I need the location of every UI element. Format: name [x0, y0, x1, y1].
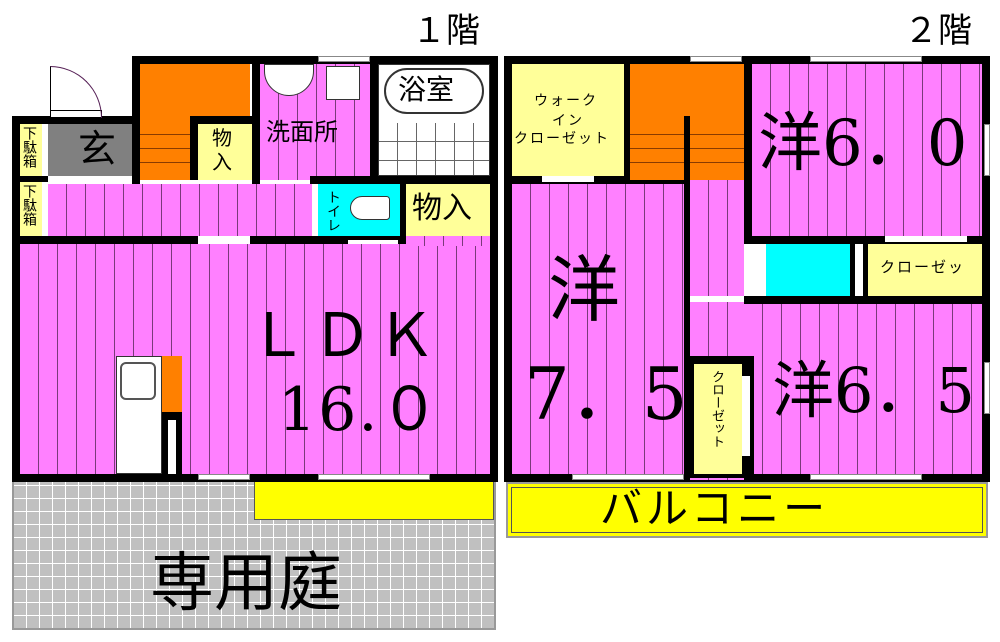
washroom-wall-left: [252, 56, 260, 184]
bathroom-wall-left: [370, 56, 378, 184]
ldk-door-opening[interactable]: [198, 236, 250, 244]
storage-small: [198, 124, 252, 180]
balcony-label: バルコニー: [600, 484, 830, 533]
closet-horizontal: [868, 244, 982, 296]
closet-vertical: [694, 364, 742, 474]
walk-in-closet: [512, 64, 624, 176]
wic-wall-right: [624, 56, 630, 182]
balcony: [506, 482, 988, 538]
stair-step: [140, 162, 190, 163]
w75-wall-right: [684, 184, 690, 476]
w60-wall-left: [744, 56, 752, 242]
w65-window-bottom[interactable]: [810, 474, 922, 480]
garden-label: 専用庭: [150, 547, 342, 621]
closet-horizontal-label: クローゼッ: [880, 258, 966, 276]
wic-label-line1: ウォーク: [534, 93, 598, 109]
storage-large-label: 物入: [412, 191, 472, 226]
washroom-window[interactable]: [318, 56, 370, 62]
entrance-genkan: [48, 124, 132, 176]
washing-machine-pan: [326, 66, 360, 100]
f1-wall-right: [490, 56, 498, 482]
ldk-window-2[interactable]: [318, 474, 430, 480]
storage-large: [406, 184, 490, 236]
kitchen-stove: [162, 356, 182, 412]
living-dining-kitchen: [20, 244, 490, 474]
w75-window[interactable]: [572, 474, 684, 480]
f1-wall-top-entrance: [12, 116, 134, 124]
closet-door-top[interactable]: [885, 236, 967, 242]
f1-wall-left: [12, 116, 20, 482]
bathroom-label: 浴室: [398, 73, 455, 106]
closet-row-wall-bottom: [744, 296, 990, 304]
wic-wall-bottom: [504, 176, 690, 184]
western-7-5-size: 7．5: [524, 352, 688, 436]
f1-wall-stair-left: [132, 56, 140, 184]
hall-opening: [48, 176, 132, 184]
linen-gap: [758, 244, 766, 296]
floor-2-label: ２階: [904, 11, 972, 51]
f2-wall-left: [504, 56, 512, 482]
toilet-label: トイレ: [325, 190, 341, 232]
closet-vertical-door[interactable]: [742, 376, 750, 456]
hallway-f1: [48, 184, 312, 236]
shoe-box-lower-label: 下駄箱: [21, 184, 37, 226]
closet-divider-slot: [855, 244, 863, 296]
ldk-size-label: 16.０: [278, 375, 442, 445]
w65-window-right[interactable]: [984, 362, 990, 414]
terrace-deck: [254, 480, 494, 520]
f1-wall-bottom: [12, 474, 498, 482]
floor-1-label: １階: [412, 11, 480, 51]
f2-wall-right: [982, 56, 990, 482]
f1-wall-top: [132, 56, 498, 64]
w60-window-top[interactable]: [810, 56, 922, 62]
stair-step: [140, 148, 190, 149]
ldk-upper-extension: [406, 236, 490, 246]
wic-label-line2: イン: [552, 113, 584, 129]
linen-storage: [766, 244, 850, 296]
closet-row-wall-top: [744, 236, 990, 244]
wic-label-line3: クローゼット: [514, 131, 610, 147]
shoe-box-upper-label: 下駄箱: [21, 126, 37, 168]
w60-window-right[interactable]: [984, 124, 990, 176]
entrance-label: 玄: [78, 127, 117, 171]
toilet-wall-right: [400, 184, 406, 240]
front-door-swing: [50, 66, 102, 118]
toilet-bowl: [350, 196, 390, 220]
closet-vertical-label: クローゼット: [709, 370, 724, 448]
shoe-box-lower: [20, 182, 42, 236]
ldk-name-label: ＬＤＫ: [248, 301, 440, 371]
western-room-7-5: [512, 184, 684, 474]
storage-small-label-1: 物: [212, 126, 232, 150]
bathtub: [384, 68, 484, 114]
western-7-5-name: 洋: [548, 248, 621, 332]
western-room-6-0: [752, 64, 982, 236]
storage-small-label-2: 入: [212, 150, 232, 174]
stair-window[interactable]: [690, 56, 742, 62]
bath-wall-bottom: [310, 176, 498, 184]
shoe-box-divider: [12, 176, 48, 182]
f2-wall-bottom: [504, 474, 990, 482]
wic-door[interactable]: [542, 176, 594, 182]
stair-step: [140, 134, 190, 135]
washroom-label: 洗面所: [266, 118, 338, 146]
shoe-box-upper: [20, 124, 42, 176]
ldk-wall-top: [12, 236, 342, 244]
western-room-6-5: [744, 304, 982, 474]
western-6-5-label: 洋6．5: [772, 354, 975, 427]
hall-door-opening[interactable]: [690, 296, 744, 302]
western-6-0-label: 洋6．0: [758, 107, 968, 181]
kitchen-sink: [120, 362, 156, 400]
kitchen-partition-inner: [168, 420, 176, 474]
ldk-window-1[interactable]: [198, 474, 250, 480]
stair-center-wall: [684, 116, 690, 182]
